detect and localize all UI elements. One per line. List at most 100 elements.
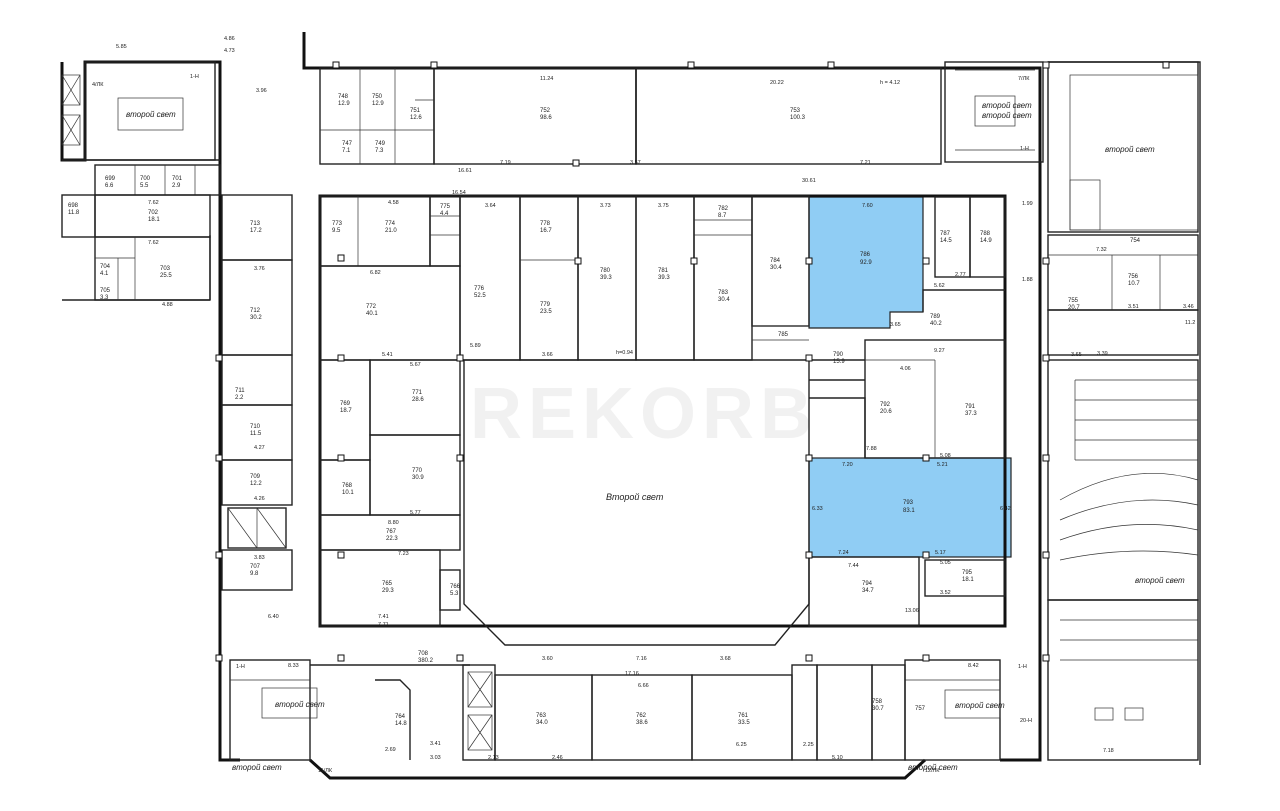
room-area: 2.2 bbox=[235, 395, 244, 401]
dimension-label: 7.19 bbox=[500, 160, 511, 166]
stair-code: 1-Н bbox=[1020, 146, 1029, 152]
room-area: 11.5 bbox=[250, 431, 262, 437]
atrium: Второй свет bbox=[463, 359, 810, 646]
room-number: 763 bbox=[536, 713, 547, 719]
room-number: 700 bbox=[140, 176, 151, 182]
room-number: 710 bbox=[250, 424, 261, 430]
dimension-label: 3.96 bbox=[256, 88, 267, 94]
stair-label-second-light: второй свет bbox=[982, 111, 1032, 120]
room-number: 753 bbox=[790, 108, 801, 114]
stair-code: 20-Н bbox=[1020, 718, 1032, 724]
dimension-label: 2.69 bbox=[385, 747, 396, 753]
stair-label-second-light: второй свет bbox=[232, 763, 282, 772]
room-number: 761 bbox=[738, 713, 749, 719]
dimension-label: 7.18 bbox=[1103, 748, 1114, 754]
room-number: 791 bbox=[965, 404, 976, 410]
stair-11lk: второй свет второй свет 11/ЛК 1-Н bbox=[229, 659, 333, 774]
dimension-label: 7.71 bbox=[378, 622, 389, 628]
dimension-label: 4.06 bbox=[900, 366, 911, 372]
stair-code: 1-Н bbox=[1018, 664, 1027, 670]
dimension-label: 3.68 bbox=[720, 656, 731, 662]
room-number: 787 bbox=[940, 231, 951, 237]
room-area: 37.3 bbox=[965, 411, 977, 417]
room-area: 40.1 bbox=[366, 311, 378, 317]
room-area: 16.7 bbox=[540, 228, 552, 234]
room-number: 780 bbox=[600, 268, 611, 274]
room-number: 779 bbox=[540, 302, 551, 308]
room-area: 14.5 bbox=[940, 238, 952, 244]
room-area: 5.5 bbox=[140, 183, 149, 189]
room-number: 776 bbox=[474, 286, 485, 292]
dimension-label: h=0.94 bbox=[616, 350, 633, 356]
dimension-label: 3.41 bbox=[430, 741, 441, 747]
dimension-label: 6.82 bbox=[370, 270, 381, 276]
room-number: 774 bbox=[385, 221, 396, 227]
dimension-label: 2.13 bbox=[488, 755, 499, 761]
left-block-rooms bbox=[61, 164, 293, 591]
dimension-label: 30.61 bbox=[802, 178, 816, 184]
room-number: 698 bbox=[68, 203, 79, 209]
dimension-label: 13.06 bbox=[905, 608, 919, 614]
dimension-label: 7.62 bbox=[148, 240, 159, 246]
dimension-label: 2.77 bbox=[955, 272, 966, 278]
room-number: 772 bbox=[366, 304, 377, 310]
room-number: 755 bbox=[1068, 298, 1079, 304]
room-area: 15.9 bbox=[833, 359, 845, 365]
dimension-label: 6.33 bbox=[812, 506, 823, 512]
room-area: 18.1 bbox=[148, 217, 160, 223]
room-number: 702 bbox=[148, 210, 159, 216]
room-number: 786 bbox=[860, 252, 871, 258]
room-number: 758 bbox=[872, 699, 883, 705]
dimension-label: 6.42 bbox=[1000, 506, 1011, 512]
room-area: 4.4 bbox=[440, 211, 449, 217]
dimension-label: 5.10 bbox=[832, 755, 843, 761]
room-area: 7.1 bbox=[342, 148, 351, 154]
room-number: 767 bbox=[386, 529, 397, 535]
room-number: 708 bbox=[418, 651, 429, 657]
room-area: 7.3 bbox=[375, 148, 384, 154]
room-area: 28.6 bbox=[412, 397, 424, 403]
dimension-label: 3.65 bbox=[1071, 352, 1082, 358]
right-wing: второй свет второй свет bbox=[1047, 61, 1199, 761]
room-labels: 75298.6753100.374812.975012.975112.67477… bbox=[68, 94, 1141, 727]
dimension-label: 3.73 bbox=[600, 203, 611, 209]
dimension-label: h = 4.12 bbox=[880, 80, 900, 86]
stair-label-second-light: второй свет bbox=[908, 763, 958, 772]
dimension-label: 17.16 bbox=[625, 671, 639, 677]
dimension-label: 4.27 bbox=[254, 445, 265, 451]
dimension-label: 6.66 bbox=[638, 683, 649, 689]
room-area: 3.3 bbox=[100, 295, 109, 301]
room-area: 92.9 bbox=[860, 260, 872, 266]
dimension-label: 5.85 bbox=[116, 44, 127, 50]
room-area: 30.9 bbox=[412, 475, 424, 481]
highlighted-room-793[interactable] bbox=[808, 457, 1012, 558]
room-number: 778 bbox=[540, 221, 551, 227]
dimension-label: 3.51 bbox=[1128, 304, 1139, 310]
room-number: 782 bbox=[718, 206, 729, 212]
dimension-label: 20.22 bbox=[770, 80, 784, 86]
room-number: 751 bbox=[410, 108, 421, 114]
top-row-rooms bbox=[319, 67, 942, 165]
room-area: 8.7 bbox=[718, 213, 727, 219]
dimension-label: 3.39 bbox=[1097, 351, 1108, 357]
dimension-label: 7.88 bbox=[866, 446, 877, 452]
room-number: 781 bbox=[658, 268, 669, 274]
dimension-label: 5.67 bbox=[410, 362, 421, 368]
dimension-label: 8.80 bbox=[388, 520, 399, 526]
room-number: 764 bbox=[395, 714, 406, 720]
dimension-label: 8.33 bbox=[288, 663, 299, 669]
dimension-label: 3.52 bbox=[940, 590, 951, 596]
stair-code: 1-Н bbox=[236, 664, 245, 670]
stair-code: 1-Н bbox=[190, 74, 199, 80]
room-number: 707 bbox=[250, 564, 261, 570]
dimension-label: 3.75 bbox=[658, 203, 669, 209]
room-area: 30.7 bbox=[872, 706, 884, 712]
dimension-label: 7.23 bbox=[398, 551, 409, 557]
dimension-label: 11.2 bbox=[1185, 320, 1195, 326]
room-number: 788 bbox=[980, 231, 991, 237]
room-area: 10.7 bbox=[1128, 281, 1140, 287]
room-number: 711 bbox=[235, 388, 245, 394]
room-area: 4.1 bbox=[100, 271, 109, 277]
dimension-label: 4.58 bbox=[388, 200, 399, 206]
